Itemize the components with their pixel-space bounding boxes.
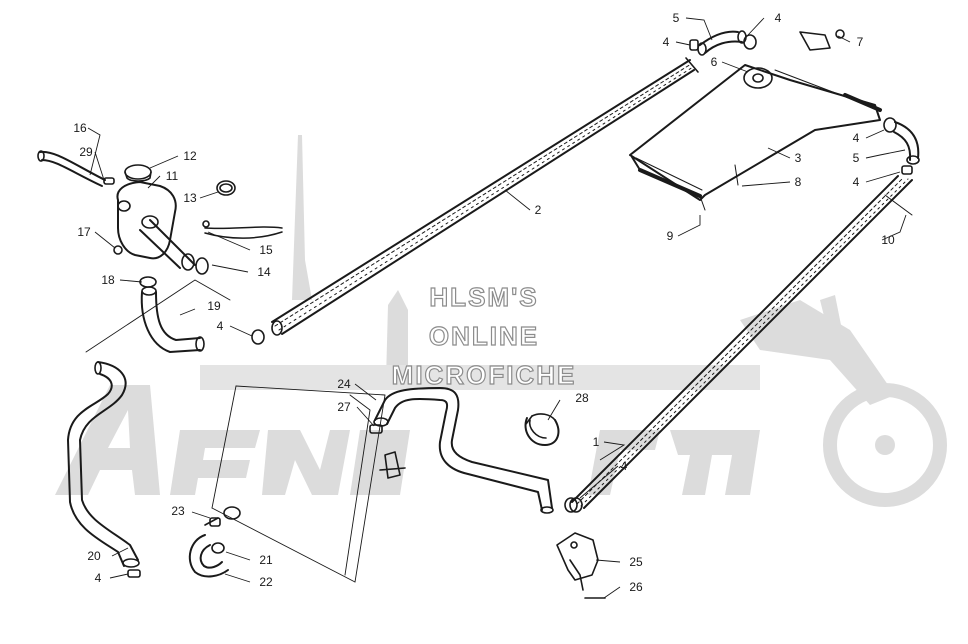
callout-11: 11: [166, 169, 179, 183]
callout-28: 28: [575, 391, 589, 405]
part-4-clamp-top-left: [689, 39, 699, 51]
callout-21: 21: [259, 553, 273, 567]
callout-4-e: 4: [775, 11, 782, 25]
leader-lines: [87, 17, 907, 599]
callout-27: 27: [337, 400, 351, 414]
callout-4-f: 4: [853, 131, 860, 145]
callout-12: 12: [183, 149, 197, 163]
part-12-cap: [124, 164, 152, 182]
part-29-fitting: [103, 177, 115, 185]
part-4-clamp-1: [564, 497, 578, 513]
part-18-clamp: [139, 276, 157, 288]
radiator-fitting: [379, 451, 406, 479]
part-27-clamp: [369, 424, 383, 434]
part-4-clamp-19: [251, 329, 265, 345]
callout-14: 14: [257, 265, 271, 279]
part-4-clamp-right-lower: [901, 165, 913, 175]
callout-22: 22: [259, 575, 273, 589]
part-4-clamp-top-right: [743, 34, 757, 50]
callout-24: 24: [337, 377, 351, 391]
watermark-line-2: ONLINE: [429, 321, 539, 351]
part-21-clamp: [211, 542, 225, 554]
callout-25: 25: [629, 555, 643, 569]
callout-4-d: 4: [663, 35, 670, 49]
callout-1: 1: [593, 435, 600, 449]
watermark-text: HLSM'S ONLINE MICROFICHE: [391, 281, 577, 390]
part-14-clamp: [195, 257, 209, 275]
callout-2: 2: [535, 203, 542, 217]
callout-7: 7: [857, 35, 864, 49]
callout-9: 9: [667, 229, 674, 243]
part-5-right-elbow: [893, 121, 920, 165]
part-1-right-tube: [569, 175, 913, 513]
callout-19: 19: [207, 299, 221, 313]
watermark-logo: [55, 135, 947, 507]
frame-outline: [85, 279, 386, 583]
callout-10: 10: [881, 233, 895, 247]
part-22-hose: [188, 534, 229, 578]
callout-18: 18: [101, 273, 115, 287]
callout-23: 23: [171, 504, 185, 518]
part-6-fitting: [743, 67, 773, 89]
callout-20: 20: [87, 549, 101, 563]
part-2-upper-tube: [271, 57, 699, 336]
part-23-fitting: [204, 506, 241, 527]
part-16-vent-hose: [37, 150, 106, 187]
callout-17: 17: [77, 225, 91, 239]
callout-8: 8: [795, 175, 802, 189]
callout-26: 26: [629, 580, 643, 594]
part-28-clamp: [524, 413, 560, 446]
callout-29: 29: [79, 145, 93, 159]
callout-6: 6: [711, 55, 718, 69]
part-4-clamp-20: [127, 569, 141, 578]
callout-5-b: 5: [853, 151, 860, 165]
callout-13: 13: [183, 191, 197, 205]
part-7-bracket: [799, 29, 845, 51]
watermark-rect: [200, 365, 760, 390]
callout-15: 15: [259, 243, 273, 257]
part-13-clamp: [216, 180, 236, 196]
part-20-hose: [67, 361, 140, 568]
callout-4-g: 4: [853, 175, 860, 189]
callout-4-a: 4: [217, 319, 224, 333]
part-25-bracket: [556, 532, 599, 591]
callout-16: 16: [73, 121, 87, 135]
part-24-hose: [373, 387, 554, 514]
part-17-bolt: [113, 245, 123, 255]
part-5-top-elbow: [697, 30, 747, 56]
callout-4-c: 4: [621, 459, 628, 473]
watermark-line-1: HLSM'S: [429, 282, 538, 312]
callout-labels: 16 29 12 11 13 17 15 18 14 19 4 20 4 23 …: [73, 11, 895, 594]
part-19-hose: [140, 286, 205, 353]
part-11-reservoir: [116, 181, 196, 271]
part-8-mark: [734, 164, 739, 186]
part-10-tube-end: [884, 194, 913, 216]
callout-4-b: 4: [95, 571, 102, 585]
part-4-clamp-right-upper: [883, 117, 897, 133]
callout-3: 3: [795, 151, 802, 165]
part-15-overflow-hose: [202, 220, 283, 239]
part-3-heat-exchanger: [629, 64, 882, 211]
callout-5-a: 5: [673, 11, 680, 25]
watermark-line-3: MICROFICHE: [392, 360, 577, 390]
